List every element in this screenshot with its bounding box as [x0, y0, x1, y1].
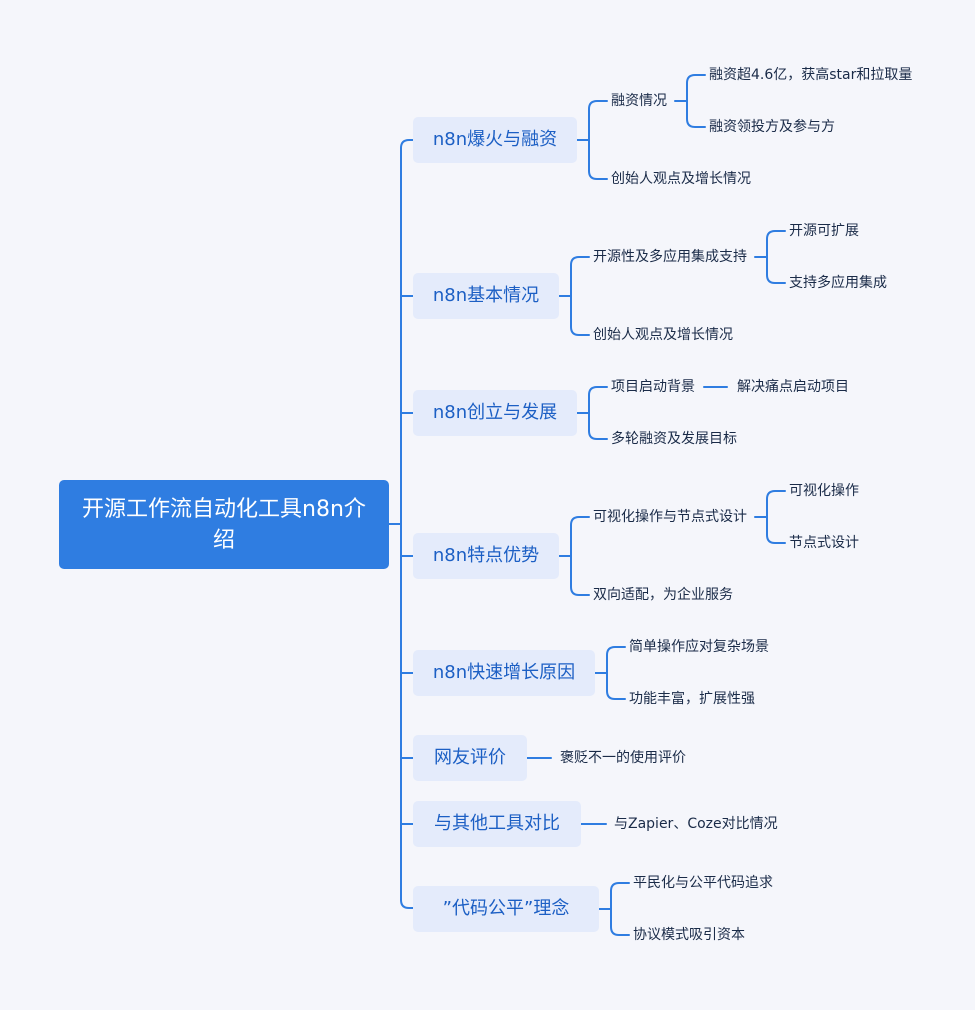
root-topic[interactable]: 开源工作流自动化工具n8n介绍: [59, 480, 389, 569]
node-founder-views-growth-2[interactable]: 创始人观点及增长情况: [593, 327, 733, 343]
node-open-source-integration[interactable]: 开源性及多应用集成支持: [593, 249, 747, 265]
node-rich-features-extensible[interactable]: 功能丰富，扩展性强: [629, 691, 755, 707]
branch-label: n8n快速增长原因: [432, 662, 576, 683]
node-visual-node-design[interactable]: 可视化操作与节点式设计: [593, 509, 747, 525]
branch-label: 网友评价: [434, 747, 506, 768]
node-enterprise-adaptation[interactable]: 双向适配，为企业服务: [593, 587, 733, 603]
node-funding-amount[interactable]: 融资超4.6亿，获高star和拉取量: [709, 67, 913, 83]
node-visual-operation[interactable]: 可视化操作: [789, 483, 859, 499]
branch-label: n8n基本情况: [432, 285, 540, 306]
node-democratized-fair-code[interactable]: 平民化与公平代码追求: [633, 875, 773, 891]
node-simple-complex-scenarios[interactable]: 简单操作应对复杂场景: [629, 639, 769, 655]
node-project-background[interactable]: 项目启动背景: [611, 379, 695, 395]
node-node-based-design[interactable]: 节点式设计: [789, 535, 859, 551]
branch-label: 与其他工具对比: [434, 813, 560, 834]
branch-label: n8n爆火与融资: [432, 129, 558, 150]
branch-n8n-features-advantages[interactable]: n8n特点优势: [413, 533, 559, 579]
branch-label: n8n创立与发展: [432, 402, 558, 423]
branch-fair-code-concept[interactable]: ”代码公平”理念: [413, 886, 599, 932]
node-zapier-coze-comparison[interactable]: 与Zapier、Coze对比情况: [614, 816, 778, 832]
node-license-attracts-capital[interactable]: 协议模式吸引资本: [633, 927, 745, 943]
branch-n8n-growth-reasons[interactable]: n8n快速增长原因: [413, 650, 595, 696]
node-funding-rounds-goals[interactable]: 多轮融资及发展目标: [611, 431, 737, 447]
branch-n8n-basic-info[interactable]: n8n基本情况: [413, 273, 559, 319]
node-multi-app-integration[interactable]: 支持多应用集成: [789, 275, 887, 291]
branch-n8n-popularity-funding[interactable]: n8n爆火与融资: [413, 117, 577, 163]
node-founder-views-growth[interactable]: 创始人观点及增长情况: [611, 171, 751, 187]
branch-user-reviews[interactable]: 网友评价: [413, 735, 527, 781]
node-funding-investors[interactable]: 融资领投方及参与方: [709, 119, 835, 135]
root-topic-label: 开源工作流自动化工具n8n介绍: [82, 496, 366, 553]
node-mixed-reviews[interactable]: 褒贬不一的使用评价: [560, 750, 686, 766]
branch-label: n8n特点优势: [432, 545, 540, 566]
branch-n8n-founding-development[interactable]: n8n创立与发展: [413, 390, 577, 436]
node-funding-status[interactable]: 融资情况: [611, 93, 667, 109]
node-solve-pain-points[interactable]: 解决痛点启动项目: [737, 379, 849, 395]
node-open-source-extensible[interactable]: 开源可扩展: [789, 223, 859, 239]
branch-tool-comparison[interactable]: 与其他工具对比: [413, 801, 581, 847]
branch-label: ”代码公平”理念: [442, 898, 570, 919]
